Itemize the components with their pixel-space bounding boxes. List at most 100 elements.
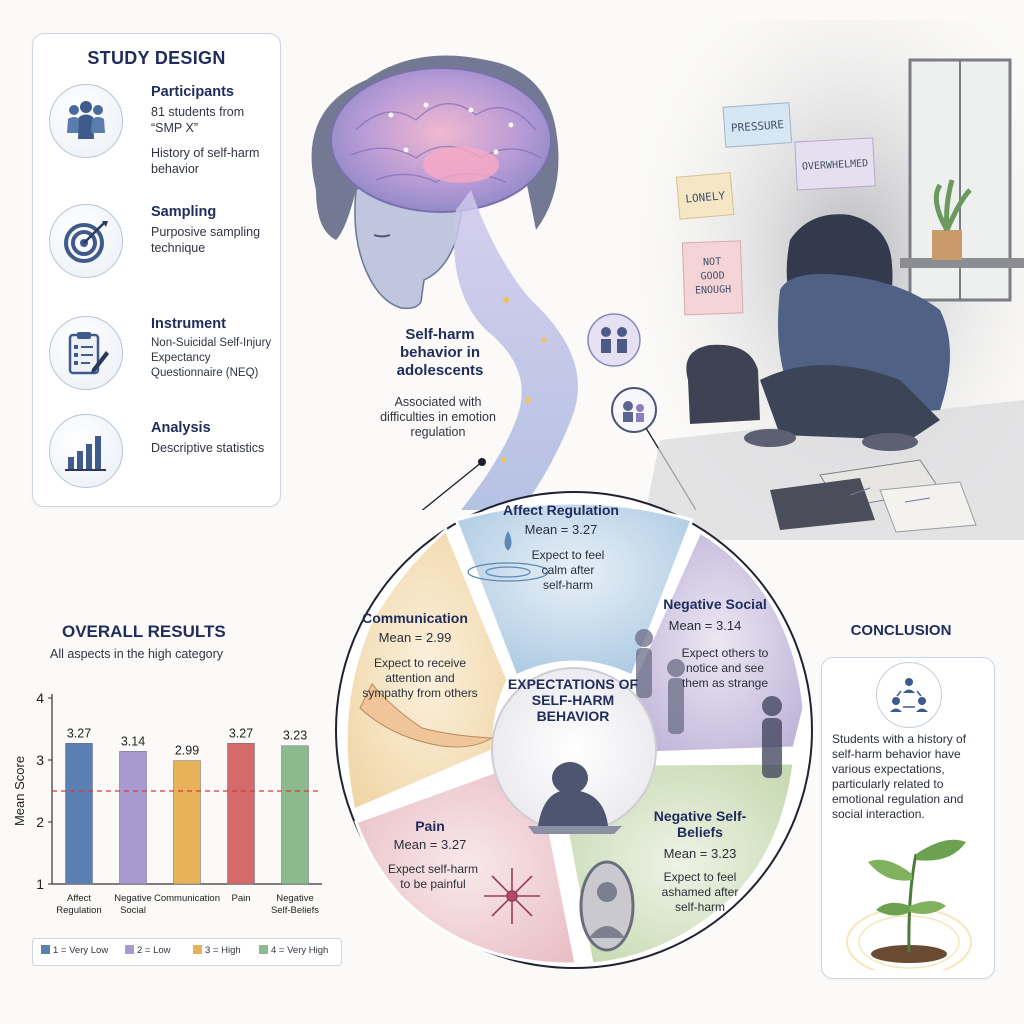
affect-desc: Expect to feel calm after self-harm xyxy=(531,548,605,592)
legend-item-very-low: 1 = Very Low xyxy=(41,945,108,956)
bar-value-label: 2.99 xyxy=(175,744,199,758)
pain-desc: Expect self-harm to be painful xyxy=(387,862,479,891)
y-axis-label: Mean Score xyxy=(12,756,27,826)
communication-mean: Mean = 2.99 xyxy=(378,630,452,645)
legend-label-very-high: 4 = Very High xyxy=(271,945,329,956)
overall-results-subtitle: All aspects in the high category xyxy=(50,647,224,661)
social-desc: Expect others to notice and see them as … xyxy=(681,646,769,690)
legend-swatch-very-low xyxy=(41,945,50,954)
wheel-center-title: EXPECTATIONS OF SELF-HARM BEHAVIOR xyxy=(507,676,639,724)
instrument-desc: Non-Suicidal Self-Injury Expectancy Ques… xyxy=(151,337,272,379)
self-harm-title: Self-harm behavior in adolescents xyxy=(396,326,484,379)
legend-label-low: 2 = Low xyxy=(137,945,171,956)
adolescent-brain-illustration xyxy=(311,55,696,510)
y-tick-label: 1 xyxy=(36,876,44,892)
study-design-title: STUDY DESIGN xyxy=(87,48,226,68)
x-category-label: Pain xyxy=(231,893,250,904)
legend-label-high: 3 = High xyxy=(205,945,241,956)
beliefs-mean: Mean = 3.23 xyxy=(663,846,737,861)
note-enough-text: ENOUGH xyxy=(695,284,731,296)
bar-4 xyxy=(281,745,309,885)
x-category-label: Negative xyxy=(114,893,152,904)
analysis-heading: Analysis xyxy=(151,420,211,436)
legend-swatch-low xyxy=(125,945,134,954)
note-lonely-text: LONELY xyxy=(685,189,726,205)
open-hand-icon xyxy=(359,683,494,748)
affect-title: Affect Regulation xyxy=(503,502,619,518)
bystander-silhouettes-icon xyxy=(635,629,782,778)
sticky-note-pressure: PRESSURE xyxy=(722,102,793,148)
connected-people-icon xyxy=(876,662,942,728)
brain-shape xyxy=(330,67,552,213)
bar-chart-icon xyxy=(49,414,123,488)
bar-3 xyxy=(227,743,255,885)
self-harm-subtitle: Associated with difficulties in emotion … xyxy=(380,395,496,439)
x-category-label: Social xyxy=(120,905,146,916)
sampling-heading: Sampling xyxy=(151,204,217,220)
chart-legend: 1 = Very Low 2 = Low 3 = High 4 = Very H… xyxy=(32,938,342,966)
legend-label-very-low: 1 = Very Low xyxy=(53,945,109,956)
mirror-portrait-icon xyxy=(579,860,635,952)
pain-mean: Mean = 3.27 xyxy=(393,837,467,852)
sampling-desc: Purposive sampling technique xyxy=(151,225,261,255)
x-category-label: Negative xyxy=(276,893,314,904)
note-not-text: NOT xyxy=(703,257,721,269)
sticky-note-overwhelmed: OVERWHELMED xyxy=(794,137,876,191)
legend-swatch-very-high xyxy=(259,945,268,954)
instrument-heading: Instrument xyxy=(151,316,226,332)
backpack xyxy=(686,344,760,424)
note-good-text: GOOD xyxy=(700,270,724,282)
communication-title: Communication xyxy=(362,610,468,626)
note-overwhelmed-text: OVERWHELMED xyxy=(802,158,869,172)
conclusion-card: Students with a history of self-harm beh… xyxy=(821,657,995,979)
sticky-note-lonely: LONELY xyxy=(675,172,735,220)
beliefs-title: Negative Self-Beliefs xyxy=(653,808,747,840)
water-drop-icon xyxy=(467,530,549,582)
conclusion-title: CONCLUSION xyxy=(850,622,952,639)
bar-value-label: 3.27 xyxy=(229,726,253,740)
analysis-desc: Descriptive statistics xyxy=(151,441,265,455)
participants-line-1: 81 students from xyxy=(151,105,245,119)
x-category-label: Communication xyxy=(154,893,220,904)
legend-item-low: 2 = Low xyxy=(125,945,171,956)
notebook-and-papers xyxy=(770,459,977,533)
conclusion-text: Students with a history of self-harm beh… xyxy=(832,732,967,821)
sticky-note-not-good-enough: NOT GOOD ENOUGH xyxy=(681,240,744,316)
bar-value-label: 3.14 xyxy=(121,734,145,748)
x-category-label: Regulation xyxy=(56,905,101,916)
target-icon xyxy=(49,204,123,278)
participants-icon xyxy=(49,84,123,158)
bar-1 xyxy=(119,751,147,885)
note-pressure-text: PRESSURE xyxy=(731,118,785,135)
expectations-wheel xyxy=(335,491,813,969)
legend-item-high: 3 = High xyxy=(193,945,241,956)
legend-item-very-high: 4 = Very High xyxy=(259,945,328,956)
participants-heading: Participants xyxy=(151,84,234,100)
y-tick-label: 4 xyxy=(36,690,44,706)
y-tick-label: 2 xyxy=(36,814,44,830)
segment-affect-regulation xyxy=(454,501,694,679)
overall-results-title: OVERALL RESULTS xyxy=(62,622,226,641)
x-category-label: Self-Beliefs xyxy=(271,905,319,916)
y-tick-label: 3 xyxy=(36,752,44,768)
beliefs-desc: Expect to feel ashamed after self-harm xyxy=(661,870,739,914)
sprouting-plant-icon xyxy=(846,839,972,970)
bar-0 xyxy=(65,743,93,885)
affect-mean: Mean = 3.27 xyxy=(524,522,598,537)
legend-swatch-high xyxy=(193,945,202,954)
clipboard-icon xyxy=(49,316,123,390)
bar-value-label: 3.27 xyxy=(67,726,91,740)
study-design-card: STUDY DESIGN Participants 81 students fr… xyxy=(32,33,281,507)
participants-history: History of self-harm behavior xyxy=(151,146,260,176)
bar-value-label: 3.23 xyxy=(283,729,307,743)
pain-burst-icon xyxy=(484,868,540,924)
participants-line-2: “SMP X” xyxy=(151,121,198,135)
x-category-label: Affect xyxy=(67,893,91,904)
center-crouching-figure xyxy=(528,762,622,834)
bar-2 xyxy=(173,760,201,885)
pain-title: Pain xyxy=(415,818,445,834)
distressed-teen-scene: PRESSURE OVERWHELMED LONELY NOT GOOD ENO… xyxy=(640,20,1024,540)
social-title: Negative Social xyxy=(663,596,767,612)
people-bubble-icon xyxy=(587,313,641,367)
